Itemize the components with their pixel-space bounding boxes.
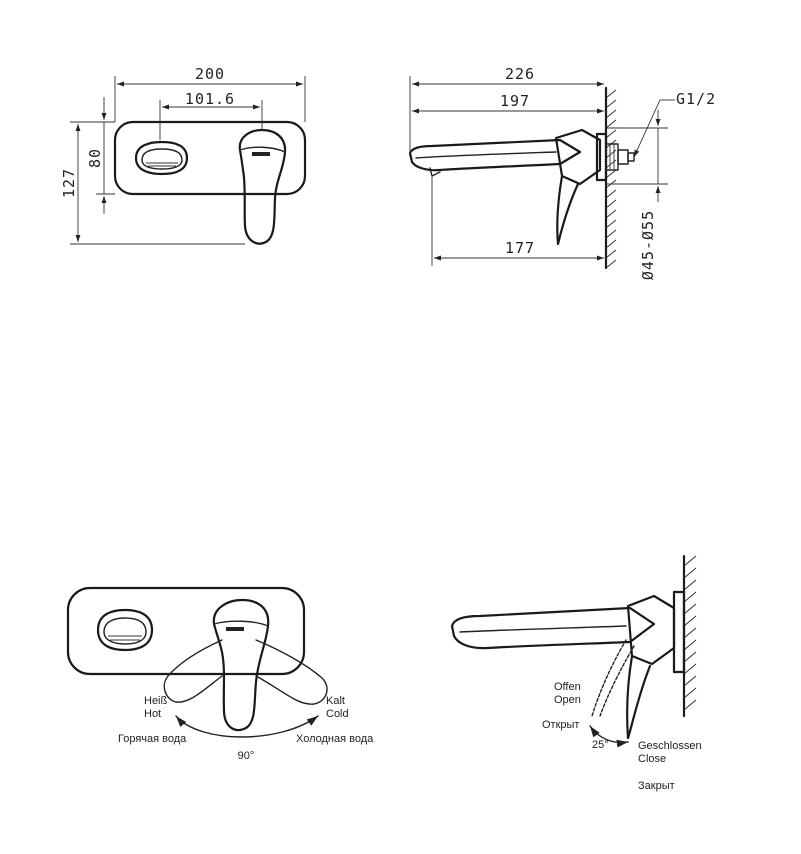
open-label-de: Offen [554, 681, 581, 693]
lever-hot-position [163, 639, 223, 703]
side-view: 226 197 177 G1/2 Ø45-Ø55 [408, 65, 716, 280]
dim-thread-label: G1/2 [676, 90, 716, 108]
dimension-spacing: 101.6 [159, 90, 263, 140]
cold-label-en: Cold [326, 708, 349, 720]
rotation-arc [175, 715, 319, 738]
wall-plate-outline [113, 120, 307, 196]
cold-label-de: Kalt [326, 695, 345, 707]
closed-label-ru: Закрыт [638, 780, 675, 792]
rotation-view: Heiß Hot Горячая вода Kalt Cold Холодная… [66, 586, 374, 762]
dim-total-label: 226 [505, 65, 535, 83]
spout-outlet-2 [96, 608, 154, 652]
front-view: 200 101.6 127 80 [60, 65, 307, 245]
closed-label-de: Geschlossen [638, 740, 702, 752]
lever-side-view: Offen Open Открыт 25° Geschlossen Close … [450, 554, 702, 792]
mixer-body-2 [626, 594, 676, 666]
lever-angle-arc [589, 725, 629, 748]
wall-hatching-2 [683, 555, 697, 711]
rosette [595, 132, 608, 182]
lever-closed-position [626, 654, 652, 740]
cold-label-ru: Холодная вода [296, 733, 374, 745]
side-lever [556, 174, 580, 246]
thread-connector [605, 143, 635, 171]
closed-label-en: Close [638, 753, 666, 765]
rotation-angle-label: 90° [238, 750, 255, 762]
dimension-width: 200 [114, 65, 306, 122]
hot-label-de: Heiß [144, 695, 168, 707]
lever-center [212, 598, 270, 732]
spout-body [408, 138, 582, 172]
dimension-height: 127 [60, 121, 245, 245]
open-label-en: Open [554, 694, 581, 706]
dim-spout-label: 197 [500, 92, 530, 110]
dimension-total: 226 [409, 65, 604, 153]
dimension-spout: 197 [412, 92, 604, 114]
hot-label-ru: Горячая вода [118, 733, 187, 745]
dim-height-label: 127 [60, 168, 78, 198]
rosette-2 [672, 590, 686, 674]
spout-outlet [134, 140, 189, 176]
lever-handle [238, 128, 287, 245]
dim-width-label: 200 [195, 65, 225, 83]
hot-label-en: Hot [144, 708, 161, 720]
wall-hatching [605, 89, 617, 269]
dimension-reach: 177 [431, 176, 604, 266]
dimension-plate: 80 [86, 97, 115, 214]
open-label-ru: Открыт [542, 719, 579, 731]
lever-angle-label: 25° [592, 739, 609, 751]
dimension-thread: G1/2 [633, 90, 716, 158]
dim-reach-label: 177 [505, 239, 535, 257]
spout-body-2 [450, 606, 656, 650]
lever-open-position [591, 639, 627, 717]
brand-logo-mark [252, 152, 270, 156]
brand-logo-mark-2 [226, 627, 244, 631]
dim-spacing-label: 101.6 [185, 90, 235, 108]
dimension-diameter: Ø45-Ø55 [606, 110, 668, 280]
dim-diameter-label: Ø45-Ø55 [639, 210, 657, 280]
lever-cold-position [255, 639, 328, 705]
dim-plate-label: 80 [86, 148, 104, 168]
wall-plate-outline-2 [66, 586, 306, 676]
